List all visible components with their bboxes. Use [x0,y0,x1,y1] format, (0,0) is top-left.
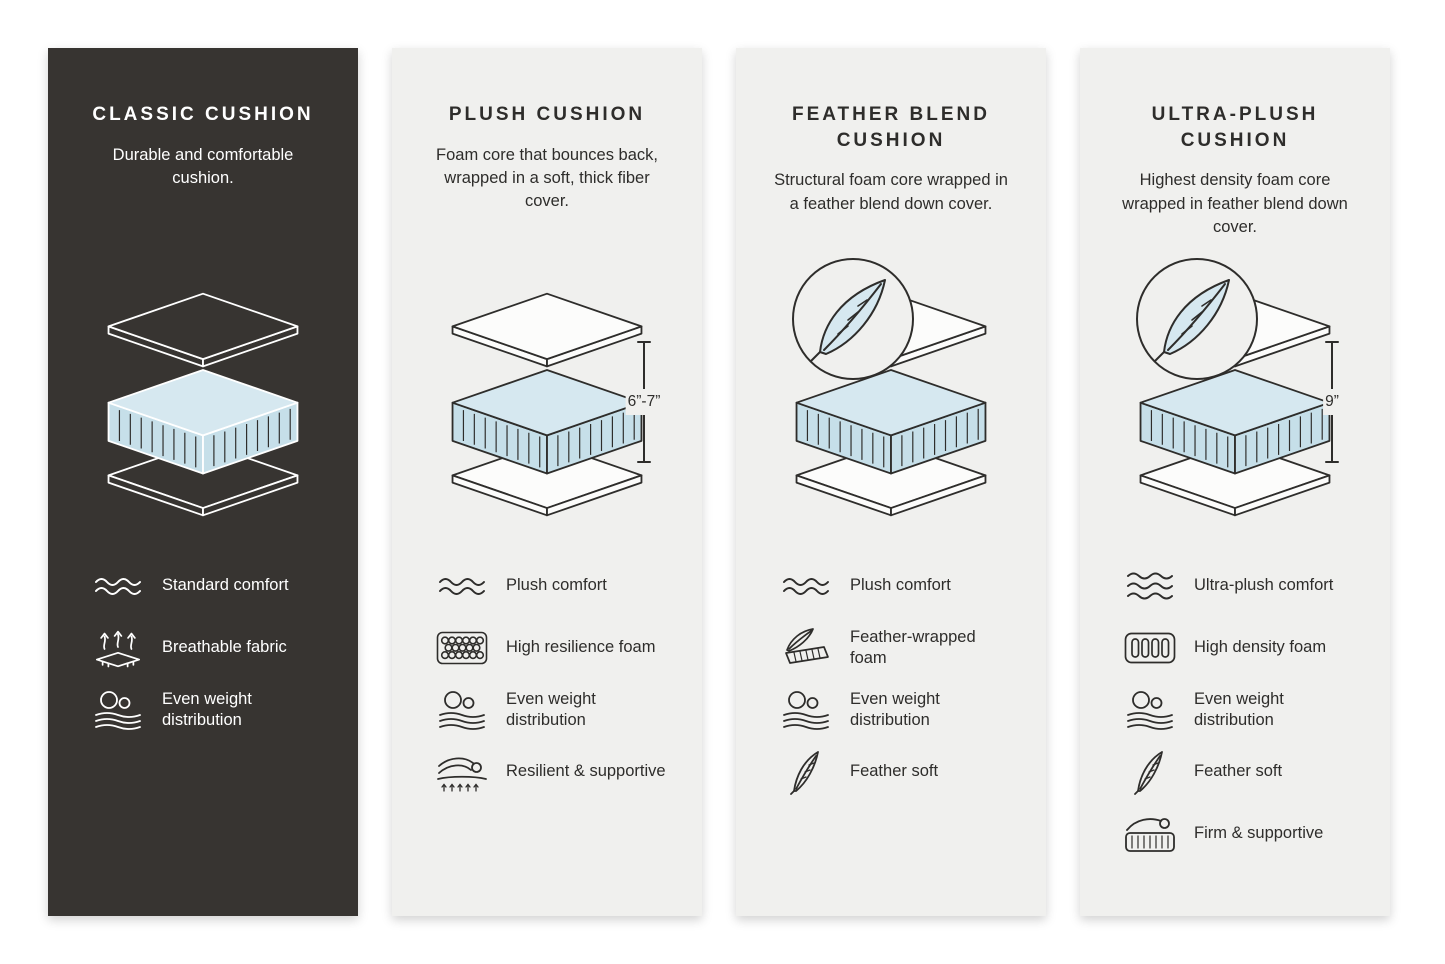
feature-item: Standard comfort [92,562,328,610]
feature-label: Breathable fabric [162,638,287,657]
cushion-diagram-icon [94,290,312,519]
feather-badge-icon [790,256,916,382]
panel-description: Durable and comfortable cushion. [112,145,294,188]
feature-list: Standard comfort Breathable fabric Even … [78,562,328,734]
feather-badge-icon [1134,256,1260,382]
feature-label: Even weight distribution [162,689,252,729]
panel-title: ULTRA-PLUSH CUSHION [1151,104,1319,151]
panel-description: Structural foam core wrapped in a feathe… [774,171,1008,213]
feature-item: Ultra-plush comfort [1124,562,1360,610]
feature-label: Standard comfort [162,576,289,595]
density-foam-icon [1124,632,1176,664]
feature-list: Plush comfort High resilience foam Even … [422,562,672,796]
feature-item: Plush comfort [780,562,1016,610]
panel-header: CLASSIC CUSHION Durable and comfortable … [78,102,328,254]
panel-header: ULTRA-PLUSH CUSHION Highest density foam… [1110,102,1360,254]
feature-label: High resilience foam [506,638,656,657]
feather-icon [780,749,832,795]
feature-label: Ultra-plush comfort [1194,576,1334,595]
feature-label: Feather soft [850,762,939,781]
cushion-layers-illustration: 9” [1110,254,1360,554]
even-weight-icon [1124,690,1176,730]
feature-label: Plush comfort [850,576,951,595]
feature-label: Feather-wrapped foam [850,627,976,667]
cushion-layers-illustration [766,254,1016,554]
panel-plush-cushion: PLUSH CUSHION Foam core that bounces bac… [392,48,702,916]
feature-item: Breathable fabric [92,624,328,672]
resilient-supportive-icon [436,751,488,793]
feature-label: Feather soft [1194,762,1283,781]
firm-supportive-icon [1124,813,1176,855]
feather-wrapped-foam-icon [780,627,832,669]
feature-label: Resilient & supportive [506,762,666,781]
feature-list: Ultra-plush comfort High density foam Ev… [1110,562,1360,858]
feature-item: Firm & supportive [1124,810,1360,858]
cushion-diagram-icon [438,290,656,519]
feature-item: Feather soft [780,748,1016,796]
feature-item: Plush comfort [436,562,672,610]
feature-label: Even weight distribution [506,689,596,729]
triple-waves-icon [1124,571,1176,601]
even-weight-icon [436,690,488,730]
panel-ultra-plush-cushion: ULTRA-PLUSH CUSHION Highest density foam… [1080,48,1390,916]
panel-feather-blend-cushion: FEATHER BLEND CUSHION Structural foam co… [736,48,1046,916]
feature-item: Resilient & supportive [436,748,672,796]
feature-item: Feather soft [1124,748,1360,796]
feather-icon [1124,749,1176,795]
feature-list: Plush comfort Feather-wrapped foam Even … [766,562,1016,796]
feature-item: Feather-wrapped foam [780,624,1016,672]
waves-icon [780,575,832,597]
height-dimension-label: 9” [1323,389,1341,415]
panel-description: Foam core that bounces back, wrapped in … [436,145,658,211]
feature-item: High resilience foam [436,624,672,672]
feature-label: Firm & supportive [1194,824,1324,843]
cushion-layers-illustration [78,254,328,554]
panel-description: Highest density foam core wrapped in fea… [1122,171,1348,237]
cushion-comparison-infographic: CLASSIC CUSHION Durable and comfortable … [48,48,1390,916]
feature-label: Even weight distribution [850,689,940,729]
resilience-foam-icon [436,631,488,665]
breathable-fabric-icon [92,625,144,671]
even-weight-icon [92,690,144,730]
cushion-layers-illustration: 6”-7” [422,254,672,554]
waves-icon [92,575,144,597]
height-dimension-label: 6”-7” [625,389,663,415]
feature-item: Even weight distribution [92,686,328,734]
feature-item: Even weight distribution [780,686,1016,734]
height-dimension: 9” [1323,340,1341,464]
panel-title: CLASSIC CUSHION [92,104,314,125]
panel-header: FEATHER BLEND CUSHION Structural foam co… [766,102,1016,254]
panel-header: PLUSH CUSHION Foam core that bounces bac… [422,102,672,254]
feature-item: High density foam [1124,624,1360,672]
feature-label: High density foam [1194,638,1327,657]
height-dimension: 6”-7” [625,340,663,464]
even-weight-icon [780,690,832,730]
panel-title: PLUSH CUSHION [448,104,646,125]
feature-item: Even weight distribution [436,686,672,734]
panel-classic-cushion: CLASSIC CUSHION Durable and comfortable … [48,48,358,916]
feature-label: Even weight distribution [1194,689,1284,729]
feature-item: Even weight distribution [1124,686,1360,734]
waves-icon [436,575,488,597]
panel-title: FEATHER BLEND CUSHION [791,104,991,151]
feature-label: Plush comfort [506,576,607,595]
